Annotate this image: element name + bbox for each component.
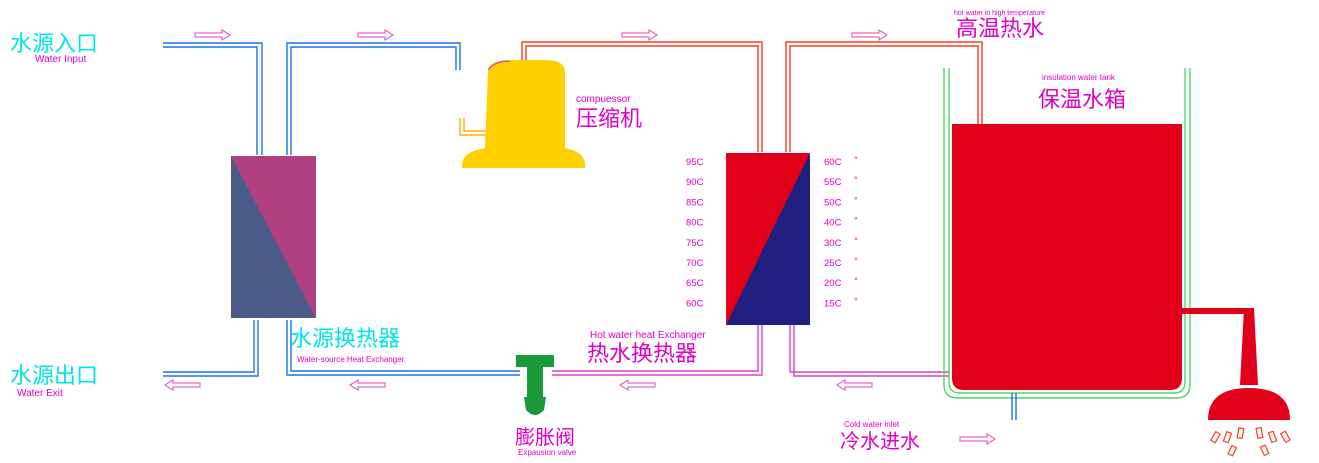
scale-left-label: 70C [686,258,704,269]
expansion-valve-label: 膨胀阀 [515,425,575,449]
tank-label: 保温水箱 [1038,88,1126,113]
source-hx-label: 水源换热器 [290,327,400,352]
compressor-suction-pipe [459,118,488,136]
water-input-label: 水源入口 [10,32,98,57]
temperature-scale-left: 95C 90C 85C 80C 75C 70C 65C 60C [686,157,704,309]
hot-hx-label: 热水换热器 [587,342,697,367]
scale-degree-mark: ° [854,276,858,287]
source-hx-en-label: Water-source Heat Exchanger [297,355,405,364]
scale-degree-mark: ° [854,296,858,307]
cold-inlet-label: 冷水进水 [840,429,920,453]
tank-en-label: insulation water tank [1042,73,1116,82]
scale-right-label: 55C [824,177,842,188]
arrow-ret-1 [619,379,656,391]
scale-left-label: 65C [686,278,704,289]
flow-arrows [164,29,996,445]
scale-right-label: 20C [824,278,842,289]
scale-degree-mark: ° [854,236,858,247]
compressor-en-label: compuessor [576,94,631,105]
arrow-cold-in [959,433,996,445]
shower-outlet [1182,308,1291,457]
arrow-ret-2 [836,379,873,391]
compressor [462,60,585,168]
hot-heat-exchanger [726,153,810,325]
source-heat-exchanger [231,156,316,318]
scale-left-label: 75C [686,238,704,249]
expansion-valve [516,355,554,415]
scale-left-label: 95C [686,157,704,168]
liquid-return-pipe [552,325,950,377]
cold-inlet-en-label: Cold water inlet [844,420,900,429]
scale-left-label: 85C [686,197,704,208]
arrow-exit-1 [164,379,201,391]
scale-right-label: 50C [824,197,842,208]
temperature-scale-right: 60C ° 55C ° 50C ° 40C ° 30C ° 25C ° 20C ° 15C ° [824,155,858,309]
arrow-hot-2 [851,29,888,41]
scale-right-label: 25C [824,258,842,269]
scale-degree-mark: ° [854,256,858,267]
cold-water-inlet-pipe [1011,393,1017,420]
scale-right-label: 15C [824,298,842,309]
scale-degree-mark: ° [854,195,858,206]
hot-hx-en-label: Hot water heat Exchanger [590,330,706,341]
scale-left-label: 60C [686,298,704,309]
compressor-label: 压缩机 [576,107,642,132]
scale-degree-mark: ° [854,216,858,227]
water-exit-label: 水源出口 [10,364,98,389]
scale-degree-mark: ° [854,175,858,186]
arrow-out-1 [349,379,386,391]
water-exit-en-label: Water Exit [17,388,63,399]
scale-right-label: 40C [824,218,842,229]
hot-water-label: 高温热水 [956,17,1044,42]
scale-degree-mark: ° [854,155,858,166]
expansion-valve-en-label: Expausion valve [518,448,577,457]
hot-water-en-label: hot water in high temperature [954,10,1045,17]
hot-gas-pipe [521,41,983,152]
source-outlet-pipe [163,320,520,377]
insulation-water-tank [943,68,1191,399]
arrow-input-2 [357,29,394,41]
water-input-en-label: Water Input [35,54,87,65]
scale-right-label: 30C [824,238,842,249]
scale-left-label: 90C [686,177,704,188]
arrow-hot-1 [621,29,658,41]
scale-left-label: 80C [686,218,704,229]
arrow-input-1 [194,29,231,41]
scale-right-label: 60C [824,157,842,168]
source-inlet-pipe [163,42,461,155]
